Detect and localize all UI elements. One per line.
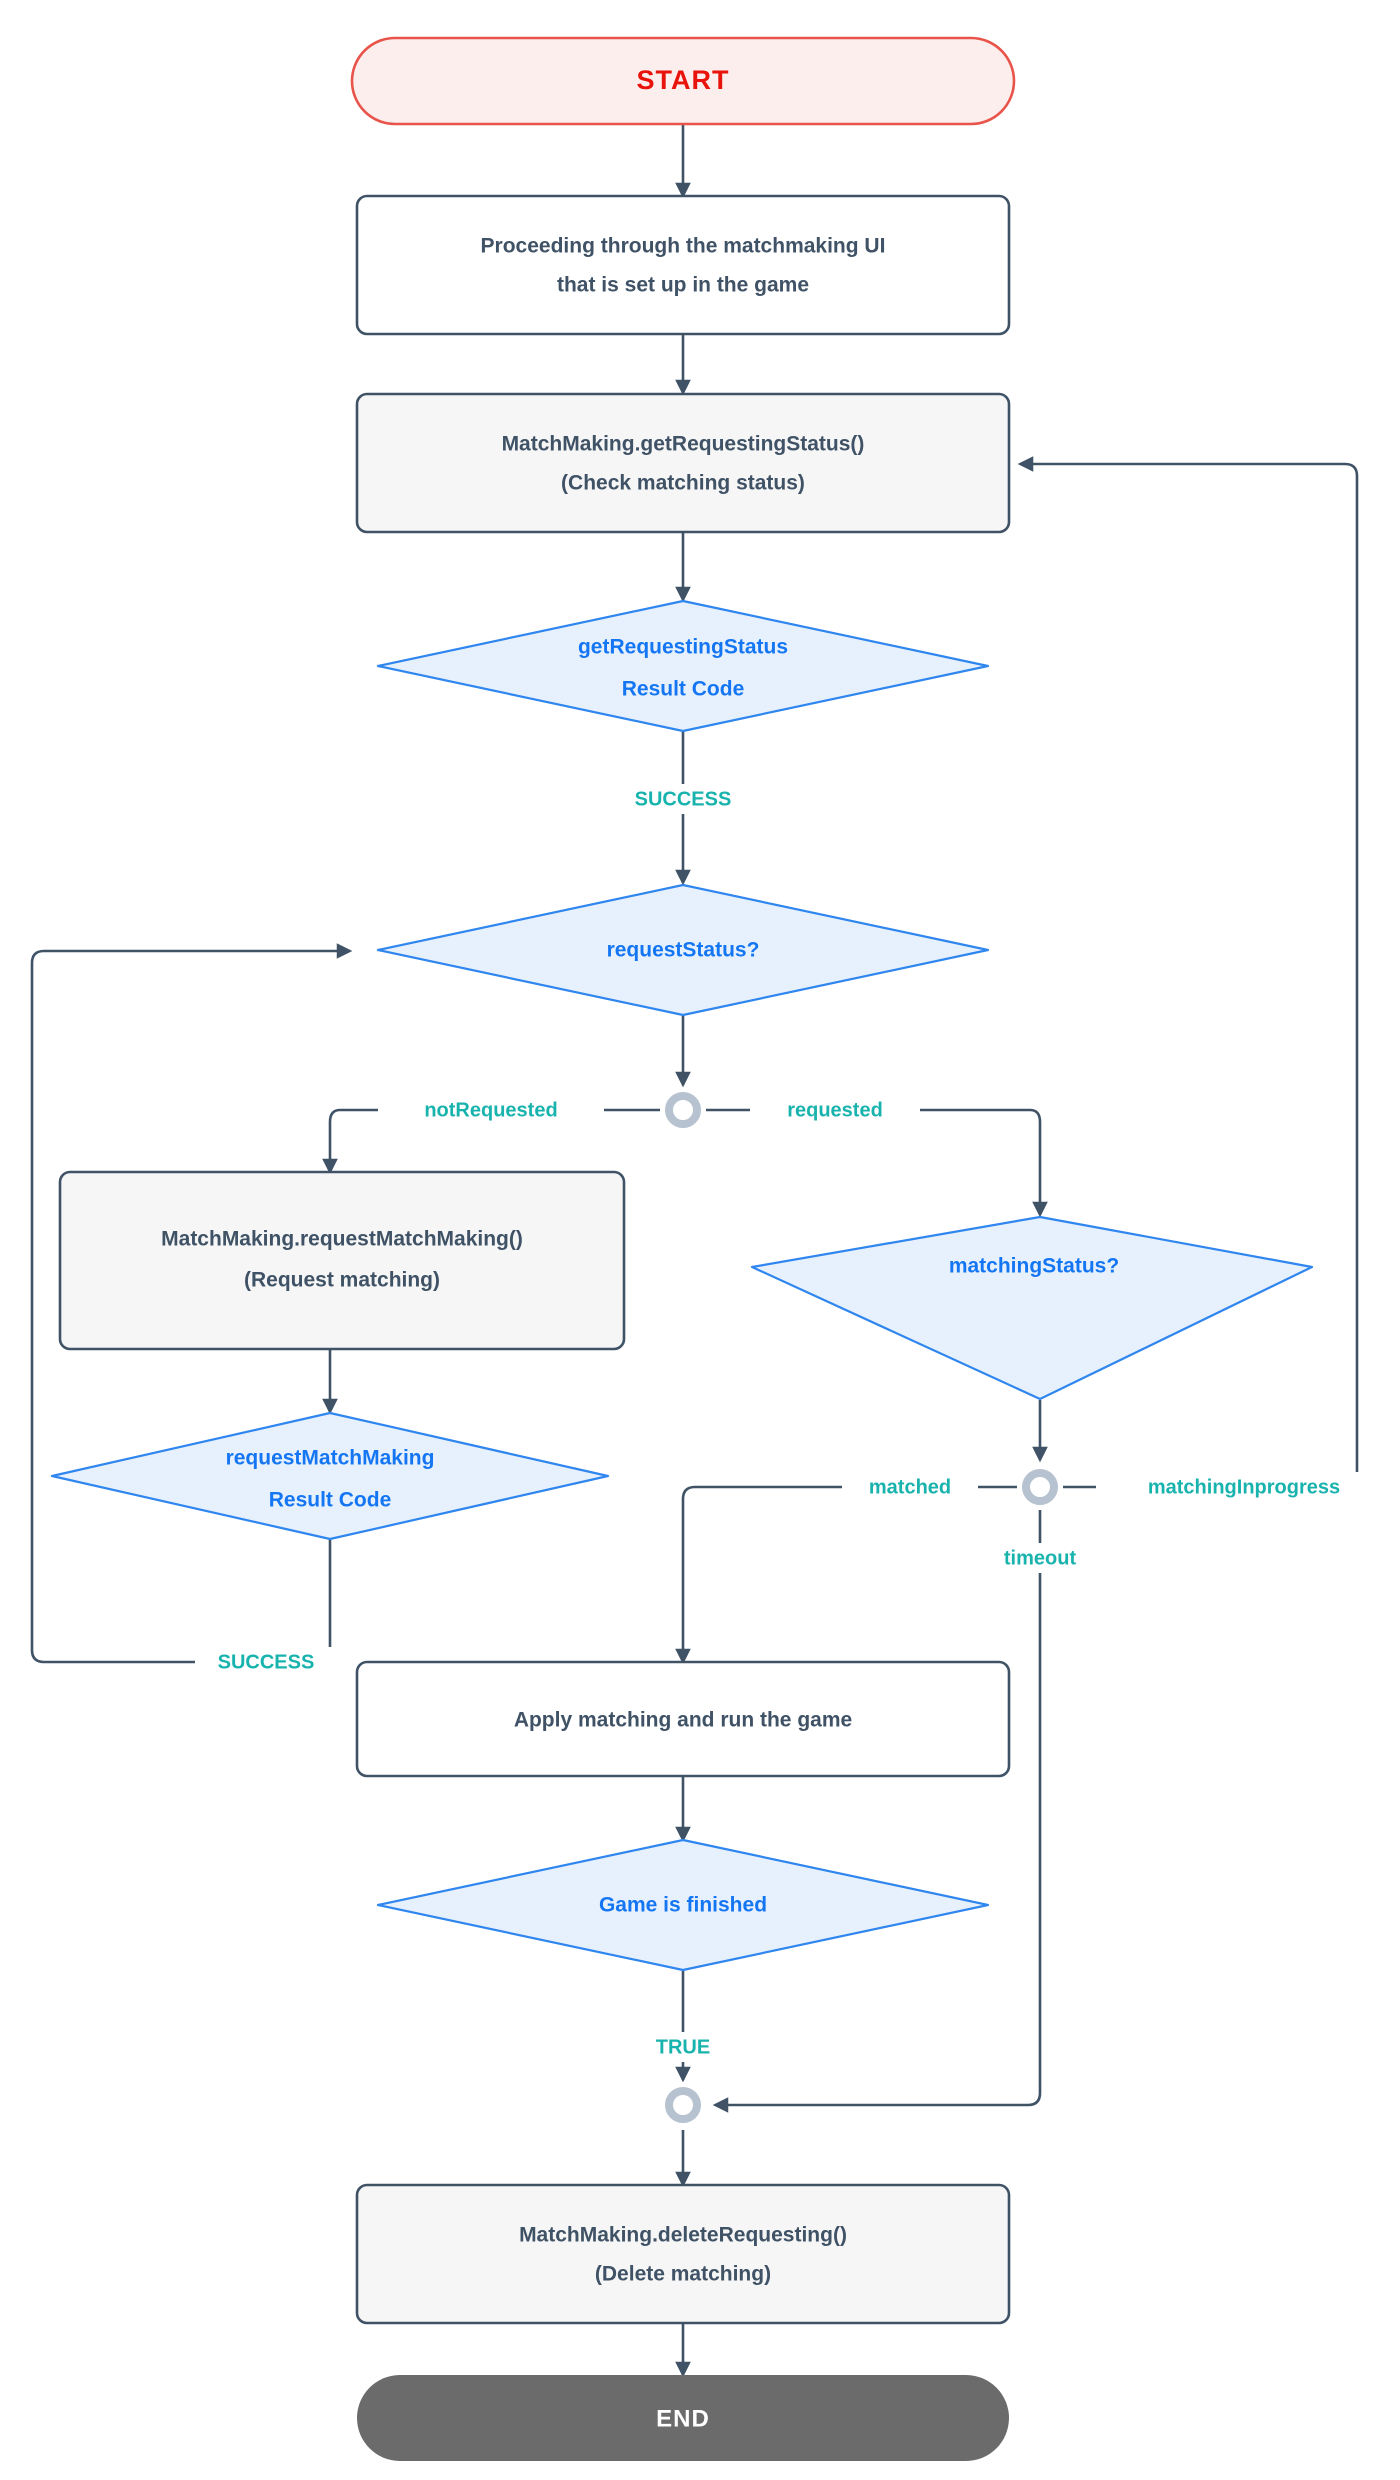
node-proceed-ui-line1: Proceeding through the matchmaking UI bbox=[481, 235, 886, 258]
node-request-matchmaking-result[interactable]: requestMatchMaking Result Code bbox=[50, 1411, 610, 1541]
node-start-label: START bbox=[637, 65, 730, 95]
node-get-requesting-status[interactable]: MatchMaking.getRequestingStatus() (Check… bbox=[355, 392, 1011, 534]
node-game-finished-label: Game is finished bbox=[599, 1894, 767, 1917]
edge-label-true-text: TRUE bbox=[656, 2036, 710, 2058]
node-start[interactable]: START bbox=[350, 36, 1016, 126]
node-game-finished[interactable]: Game is finished bbox=[376, 1838, 990, 1972]
node-matching-status[interactable]: matchingStatus? bbox=[750, 1215, 1314, 1401]
edge-junction1-notrequested bbox=[322, 1108, 660, 1175]
edge-label-requested: requested bbox=[750, 1095, 920, 1125]
edge-label-timeout: timeout bbox=[975, 1543, 1105, 1573]
junction-matching-status bbox=[1022, 1469, 1058, 1505]
node-request-status[interactable]: requestStatus? bbox=[376, 883, 990, 1017]
node-apply-matching-label: Apply matching and run the game bbox=[514, 1709, 852, 1732]
edge-label-not-requested-text: notRequested bbox=[424, 1099, 557, 1121]
edge-label-timeout-text: timeout bbox=[1004, 1547, 1077, 1569]
node-get-requesting-status-result-line2: Result Code bbox=[622, 678, 745, 701]
node-delete-requesting-line1: MatchMaking.deleteRequesting() bbox=[519, 2224, 847, 2247]
node-get-requesting-status-line2: (Check matching status) bbox=[561, 472, 805, 495]
edge-junction1-requested bbox=[706, 1108, 1048, 1218]
node-get-requesting-status-result[interactable]: getRequestingStatus Result Code bbox=[376, 599, 990, 733]
edge-label-matching-inprogress-text: matchingInprogress bbox=[1148, 1476, 1340, 1498]
edge-label-success-request: SUCCESS bbox=[195, 1647, 337, 1677]
edge-label-requested-text: requested bbox=[787, 1099, 883, 1121]
node-request-matchmaking[interactable]: MatchMaking.requestMatchMaking() (Reques… bbox=[58, 1170, 626, 1351]
node-delete-requesting-line2: (Delete matching) bbox=[595, 2263, 771, 2286]
node-end-label: END bbox=[656, 2405, 710, 2432]
edge-junction2-matched bbox=[675, 1485, 1017, 1665]
node-proceed-ui[interactable]: Proceeding through the matchmaking UI th… bbox=[355, 194, 1011, 336]
node-end[interactable]: END bbox=[357, 2375, 1009, 2461]
junction-request-status bbox=[665, 1092, 701, 1128]
node-request-status-label: requestStatus? bbox=[607, 939, 760, 962]
node-apply-matching[interactable]: Apply matching and run the game bbox=[355, 1660, 1011, 1778]
node-request-matchmaking-result-line2: Result Code bbox=[269, 1489, 392, 1512]
edge-junction2-timeout bbox=[712, 1510, 1042, 2113]
node-request-matchmaking-line2: (Request matching) bbox=[244, 1269, 440, 1292]
edge-label-not-requested: notRequested bbox=[378, 1095, 604, 1125]
edge-label-success-status: SUCCESS bbox=[612, 784, 754, 814]
node-request-matchmaking-line1: MatchMaking.requestMatchMaking() bbox=[161, 1228, 523, 1251]
node-get-requesting-status-result-line1: getRequestingStatus bbox=[578, 636, 788, 659]
edge-label-matched-text: matched bbox=[869, 1476, 951, 1498]
node-get-requesting-status-line1: MatchMaking.getRequestingStatus() bbox=[502, 433, 865, 456]
node-proceed-ui-line2: that is set up in the game bbox=[557, 274, 809, 297]
edge-label-success-request-text: SUCCESS bbox=[218, 1651, 315, 1673]
edge-label-matching-inprogress: matchingInprogress bbox=[1096, 1472, 1392, 1502]
node-matching-status-label: matchingStatus? bbox=[949, 1255, 1119, 1278]
edge-label-success-status-text: SUCCESS bbox=[635, 788, 732, 810]
node-request-matchmaking-result-line1: requestMatchMaking bbox=[226, 1447, 435, 1470]
edge-label-true: TRUE bbox=[635, 2032, 731, 2062]
junction-pre-delete bbox=[665, 2087, 701, 2123]
edge-label-matched: matched bbox=[842, 1472, 978, 1502]
node-delete-requesting[interactable]: MatchMaking.deleteRequesting() (Delete m… bbox=[355, 2183, 1011, 2325]
